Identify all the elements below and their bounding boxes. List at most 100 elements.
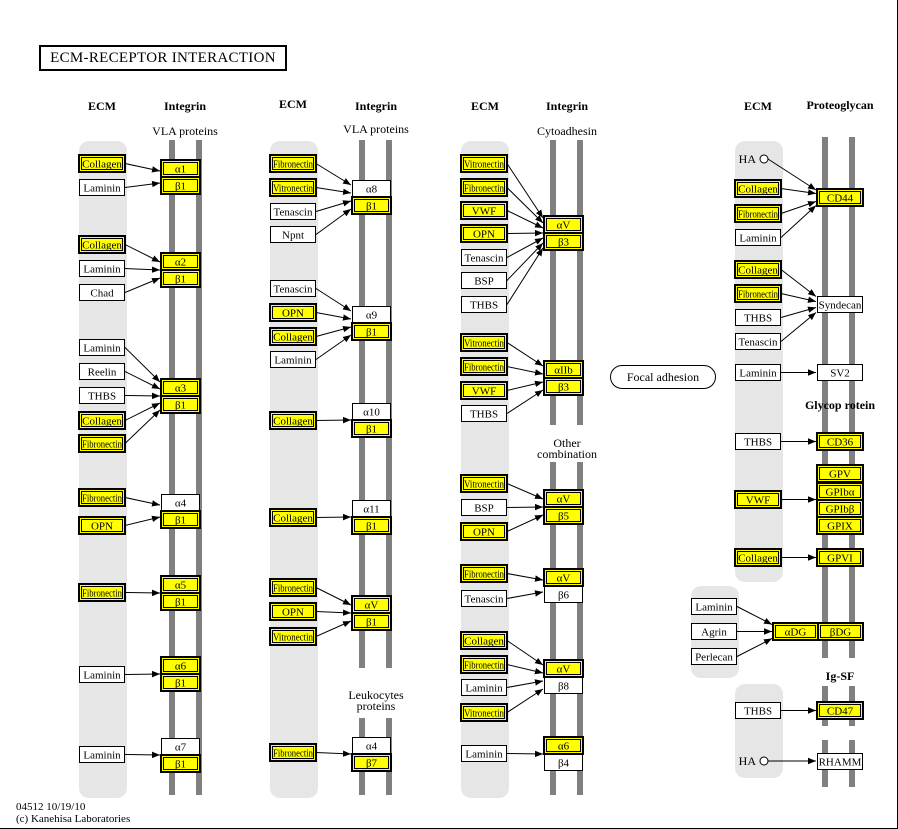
gene-node-c1_thbs[interactable]: THBS (79, 387, 125, 404)
gene-node-c1_a5[interactable]: α5 (160, 575, 201, 594)
gene-node-c1_b1g[interactable]: β1 (160, 754, 201, 773)
gene-node-c3_fn4[interactable]: Fibronectin (460, 655, 508, 674)
gene-node-c2_vn1[interactable]: Vitronectin (269, 178, 317, 197)
gene-node-c3_vn3[interactable]: Vitronectin (460, 474, 508, 493)
gene-node-c1_reel[interactable]: Reelin (79, 363, 125, 380)
gene-node-c3_vn4[interactable]: Vitronectin (460, 703, 508, 722)
gene-node-c4_perl[interactable]: Perlecan (691, 648, 737, 665)
gene-node-c4_cd36[interactable]: CD36 (816, 432, 864, 451)
gene-node-c2_b1b[interactable]: β1 (351, 322, 392, 341)
compound-ha[interactable]: HA (739, 152, 769, 166)
gene-node-c4_lam1[interactable]: Laminin (735, 229, 781, 246)
gene-node-c3_bsp1[interactable]: BSP (461, 272, 507, 289)
gene-node-c2_opn1[interactable]: OPN (269, 303, 317, 322)
gene-node-c1_a2[interactable]: α2 (160, 252, 201, 271)
gene-node-c4_thbs3[interactable]: THBS (735, 702, 781, 719)
gene-node-c3_fn1[interactable]: Fibronectin (460, 178, 508, 197)
gene-node-c4_gp1bb[interactable]: GPIbβ (816, 499, 864, 518)
gene-node-c4_adg[interactable]: αDG (772, 622, 819, 641)
gene-node-c2_b1d[interactable]: β1 (351, 516, 392, 535)
gene-node-c1_col2[interactable]: Collagen (78, 235, 126, 254)
gene-node-c4_lam2[interactable]: Laminin (735, 364, 781, 381)
gene-node-c2_a10[interactable]: α10 (352, 403, 391, 420)
gene-node-c4_bdg[interactable]: βDG (817, 622, 864, 641)
gene-node-c4_gpvi[interactable]: GPVI (816, 548, 864, 567)
gene-node-c3_b6[interactable]: β6 (544, 586, 583, 603)
gene-node-c2_a8[interactable]: α8 (352, 180, 391, 197)
gene-node-c3_vn2[interactable]: Vitronectin (460, 333, 508, 352)
gene-node-c2_fn3[interactable]: Fibronectin (269, 743, 317, 762)
gene-node-c3_bsp2[interactable]: BSP (461, 499, 507, 516)
gene-node-c3_vwf2[interactable]: VWF (460, 381, 508, 400)
gene-node-c1_lam1[interactable]: Laminin (79, 179, 125, 196)
gene-node-c1_chad[interactable]: Chad (79, 284, 125, 301)
gene-node-c2_a9[interactable]: α9 (352, 306, 391, 323)
gene-node-c4_cd44[interactable]: CD44 (816, 188, 864, 207)
gene-node-c1_b1f[interactable]: β1 (160, 673, 201, 692)
gene-node-c4_vwf[interactable]: VWF (734, 490, 782, 509)
gene-node-c3_lam1[interactable]: Laminin (461, 679, 507, 696)
gene-node-c3_b8[interactable]: β8 (544, 677, 583, 694)
gene-node-c3_ten1[interactable]: Tenascin (461, 249, 507, 266)
gene-node-c1_opn[interactable]: OPN (78, 516, 126, 535)
gene-node-c3_b5[interactable]: β5 (543, 506, 584, 525)
gene-node-c3_fn2[interactable]: Fibronectin (460, 357, 508, 376)
gene-node-c3_av1[interactable]: αV (543, 215, 584, 234)
gene-node-c2_ten2[interactable]: Tenascin (270, 280, 316, 297)
gene-node-c3_opn2[interactable]: OPN (460, 522, 508, 541)
gene-node-c2_npnt[interactable]: Npnt (270, 226, 316, 243)
gene-node-c2_opn2[interactable]: OPN (269, 602, 317, 621)
gene-node-c1_b1d[interactable]: β1 (160, 510, 201, 529)
gene-node-c1_col3[interactable]: Collagen (78, 411, 126, 430)
gene-node-c2_lam1[interactable]: Laminin (270, 351, 316, 368)
gene-node-c1_fn2[interactable]: Fibronectin (78, 488, 126, 507)
gene-node-c3_opn1[interactable]: OPN (460, 224, 508, 243)
gene-node-c3_b3b[interactable]: β3 (543, 377, 584, 396)
gene-node-c4_gp1ba[interactable]: GPIbα (816, 482, 864, 501)
gene-node-c2_b1e[interactable]: β1 (351, 612, 392, 631)
gene-node-c2_ten1[interactable]: Tenascin (270, 203, 316, 220)
gene-node-c2_col1[interactable]: Collagen (269, 327, 317, 346)
gene-node-c2_b7[interactable]: β7 (351, 753, 392, 772)
gene-node-c3_vn1[interactable]: Vitronectin (460, 154, 508, 173)
gene-node-c3_a6[interactable]: α6 (543, 736, 584, 755)
gene-node-c4_col2[interactable]: Collagen (734, 260, 782, 279)
gene-node-c2_a11[interactable]: α11 (352, 500, 391, 517)
gene-node-c4_synd[interactable]: Syndecan (817, 296, 863, 313)
gene-node-c3_av4[interactable]: αV (543, 659, 584, 678)
gene-node-c1_lam3[interactable]: Laminin (79, 339, 125, 356)
gene-node-c3_col[interactable]: Collagen (460, 631, 508, 650)
gene-node-c4_agrin[interactable]: Agrin (691, 623, 737, 640)
gene-node-c4_lam3[interactable]: Laminin (691, 598, 737, 615)
gene-node-c2_a4[interactable]: α4 (352, 737, 391, 754)
gene-node-c4_col1[interactable]: Collagen (734, 179, 782, 198)
gene-node-c3_thbs2[interactable]: THBS (461, 405, 507, 422)
gene-node-c3_fn3[interactable]: Fibronectin (460, 564, 508, 583)
gene-node-c1_b1b[interactable]: β1 (160, 269, 201, 288)
gene-node-c1_b1e[interactable]: β1 (160, 592, 201, 611)
gene-node-c4_sv2[interactable]: SV2 (817, 364, 863, 381)
gene-node-c2_av[interactable]: αV (351, 595, 392, 614)
gene-node-c4_fn2[interactable]: Fibronectin (734, 284, 782, 303)
gene-node-c1_fn1[interactable]: Fibronectin (78, 434, 126, 453)
gene-node-c4_gpv[interactable]: GPV (816, 464, 864, 483)
focal-adhesion-link[interactable]: Focal adhesion (610, 365, 716, 389)
gene-node-c1_col1[interactable]: Collagen (78, 154, 126, 173)
compound-ha[interactable]: HA (739, 754, 769, 768)
gene-node-c4_ten[interactable]: Tenascin (735, 333, 781, 350)
gene-node-c3_vwf1[interactable]: VWF (460, 201, 508, 220)
gene-node-c4_thbs1[interactable]: THBS (735, 309, 781, 326)
gene-node-c1_a3[interactable]: α3 (160, 378, 201, 397)
gene-node-c2_b1a[interactable]: β1 (351, 196, 392, 215)
gene-node-c2_col3[interactable]: Collagen (269, 508, 317, 527)
gene-node-c2_fn2[interactable]: Fibronectin (269, 578, 317, 597)
gene-node-c1_fn3[interactable]: Fibronectin (78, 583, 126, 602)
gene-node-c3_ten2[interactable]: Tenascin (461, 590, 507, 607)
gene-node-c3_av3[interactable]: αV (543, 568, 584, 587)
gene-node-c1_a1[interactable]: α1 (160, 159, 201, 178)
gene-node-c1_a6[interactable]: α6 (160, 656, 201, 675)
gene-node-c2_fn1[interactable]: Fibronectin (269, 154, 317, 173)
gene-node-c3_av2[interactable]: αV (543, 489, 584, 508)
gene-node-c4_thbs2[interactable]: THBS (735, 433, 781, 450)
gene-node-c2_col2[interactable]: Collagen (269, 411, 317, 430)
